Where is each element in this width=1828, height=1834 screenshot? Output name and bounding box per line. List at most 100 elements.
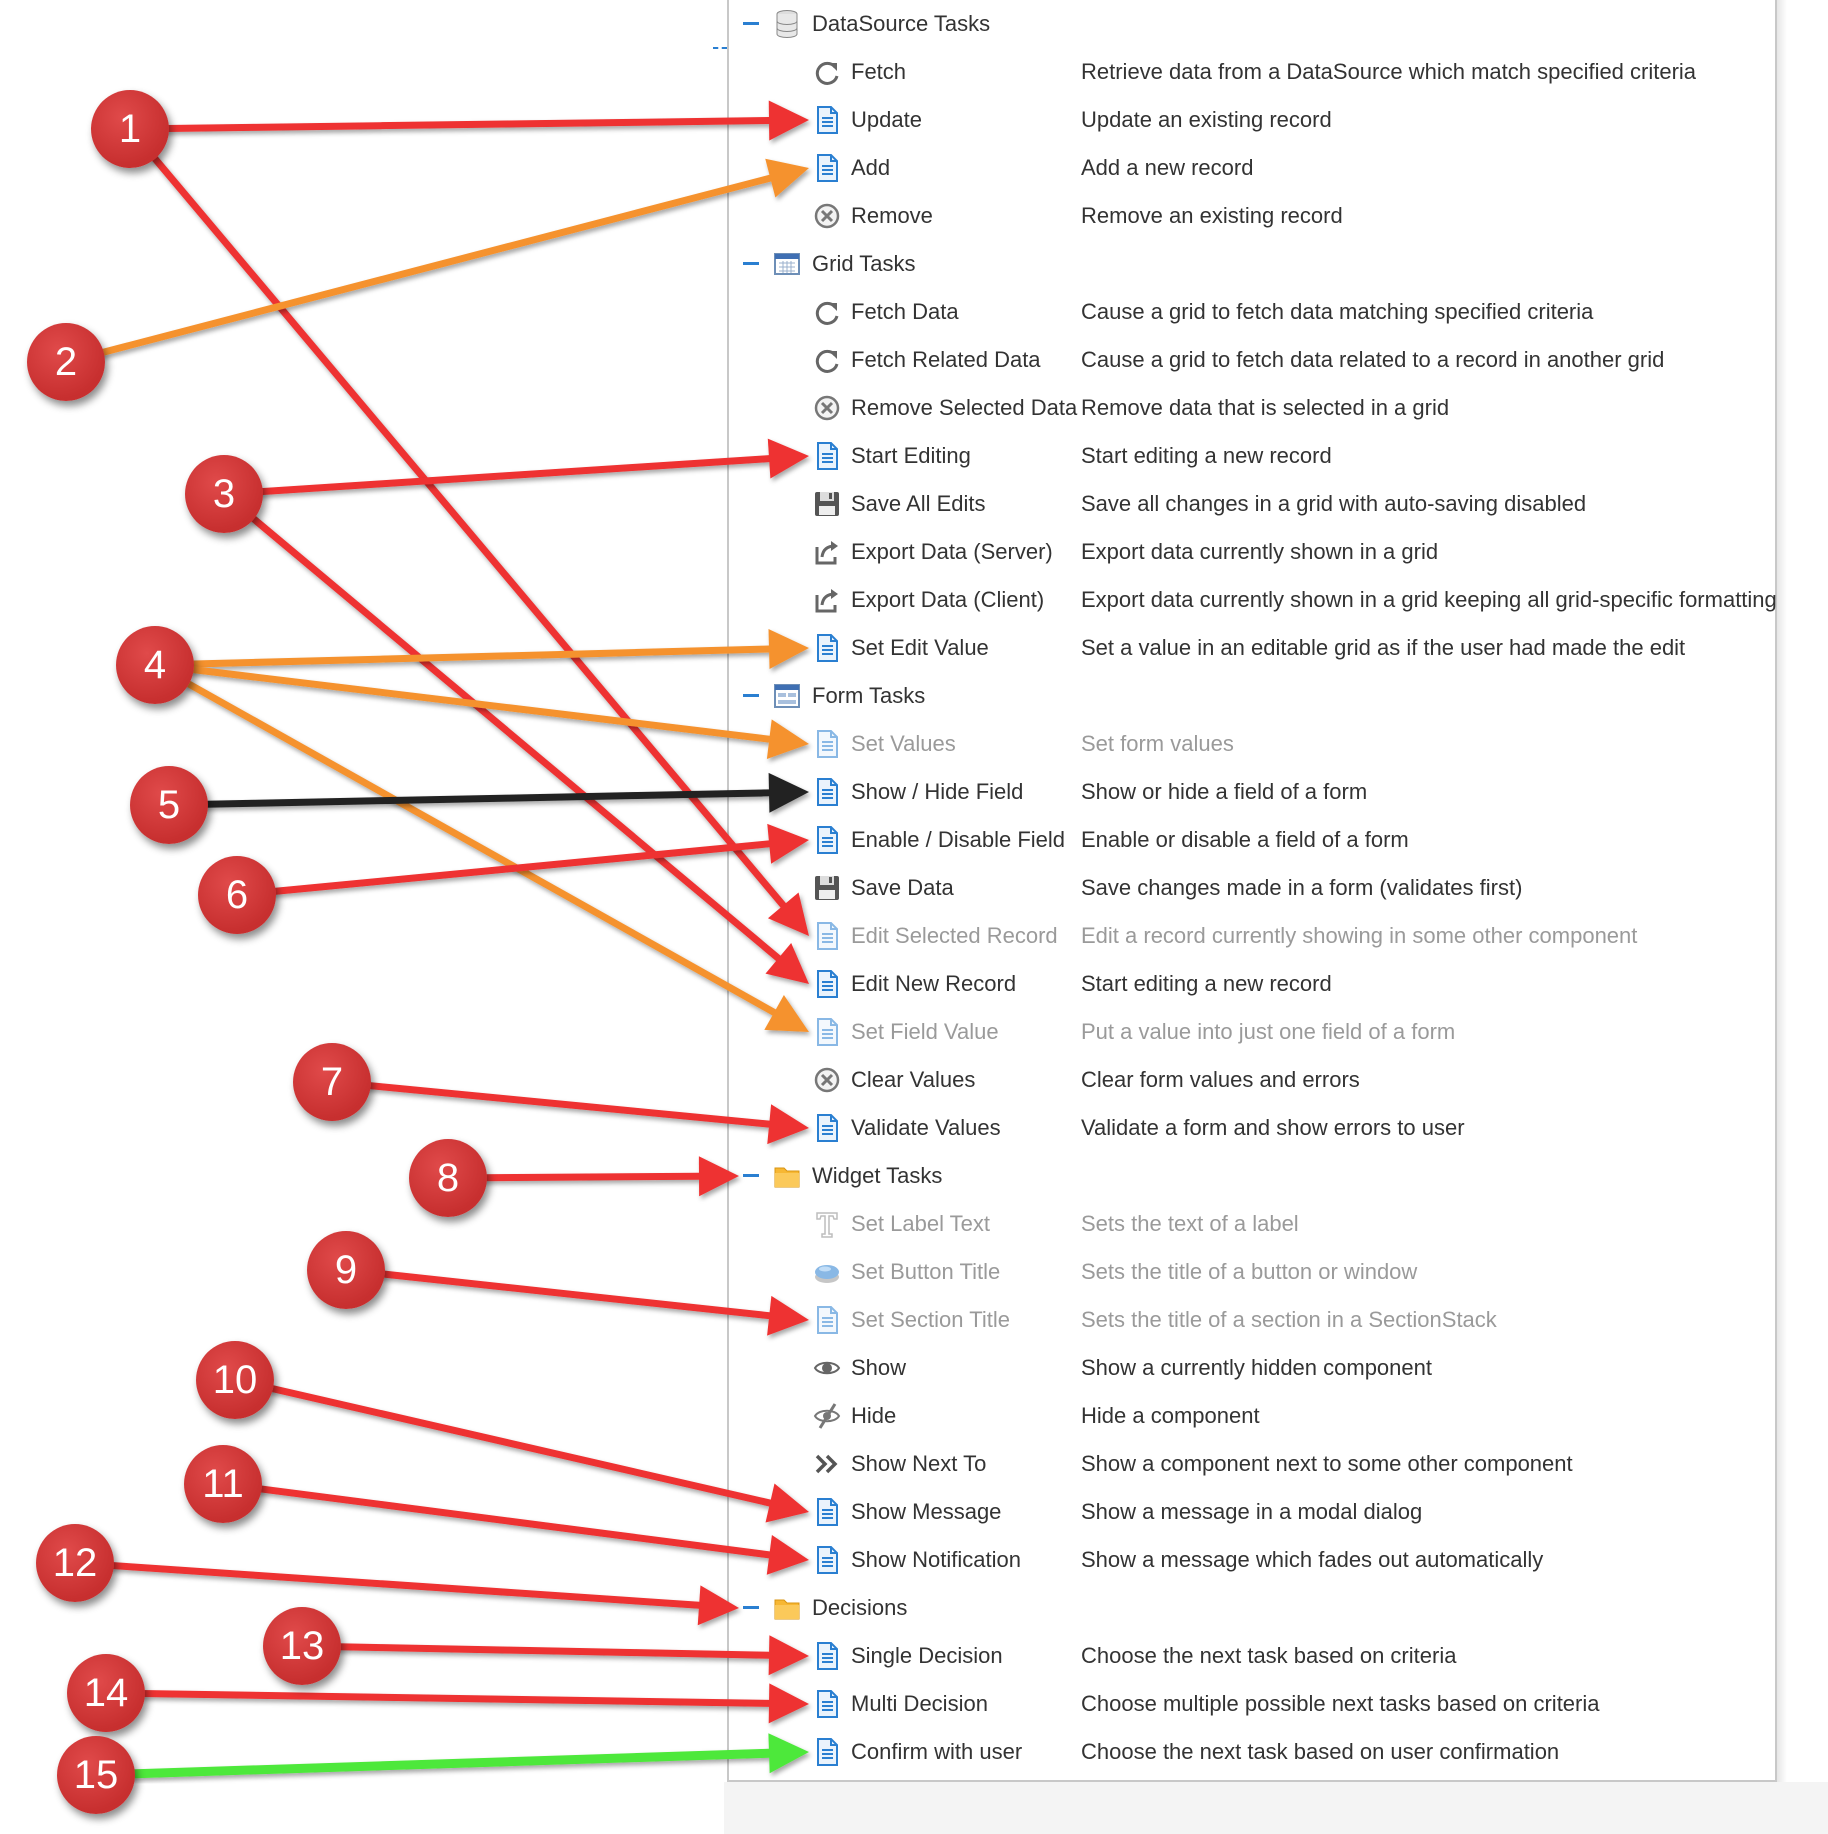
remove-circle-icon [813, 201, 841, 231]
tree-task-item[interactable]: Set Values Set form values [729, 720, 1775, 768]
task-description: Export data currently shown in a grid [1081, 539, 1439, 564]
export-icon [813, 585, 841, 615]
document-icon [813, 1113, 841, 1143]
task-description: Validate a form and show errors to user [1081, 1115, 1465, 1140]
number-badge: 6 [198, 856, 276, 934]
task-description: Enable or disable a field of a form [1081, 827, 1409, 852]
task-description: Choose the next task based on criteria [1081, 1643, 1457, 1668]
task-name: Set Section Title [851, 1307, 1010, 1332]
grid-icon [773, 249, 801, 279]
database-icon [773, 9, 801, 39]
group-label: Form Tasks [812, 683, 926, 708]
task-name: Set Values [851, 731, 956, 756]
tree-group-header[interactable]: Widget Tasks [729, 1152, 1775, 1200]
document-icon [813, 1305, 841, 1335]
tree-group-header[interactable]: Decisions [729, 1584, 1775, 1632]
collapse-icon[interactable] [743, 22, 759, 25]
document-icon [813, 633, 841, 663]
document-icon [813, 1497, 841, 1527]
tree-group-header[interactable]: Form Tasks [729, 672, 1775, 720]
tree-group-header[interactable]: Grid Tasks [729, 240, 1775, 288]
task-name: Set Field Value [851, 1019, 999, 1044]
tree-task-item[interactable]: Export Data (Server) Export data currentl… [729, 528, 1775, 576]
document-icon [813, 921, 841, 951]
annotation-arrow-14-1 [102, 1683, 809, 1724]
annotation-arrow-8-1 [444, 1156, 739, 1197]
collapse-icon[interactable] [743, 694, 759, 697]
tree-task-item[interactable]: Set Field Value Put a value into just one… [729, 1008, 1775, 1056]
number-badge: 5 [130, 766, 208, 844]
document-icon [813, 1017, 841, 1047]
annotation-arrow-2-1 [62, 158, 809, 366]
task-name: Set Label Text [851, 1211, 991, 1236]
task-description: Choose the next task based on user confi… [1081, 1739, 1560, 1764]
tree-task-item[interactable]: Set Section Title Sets the title of a sec… [729, 1296, 1775, 1344]
collapse-icon[interactable] [743, 1174, 759, 1177]
tree-task-item[interactable]: Export Data (Client)Export data currentl… [729, 576, 1777, 624]
task-name: Show Message [851, 1499, 1002, 1524]
tree-task-item[interactable]: Show Show a currently hidden component [729, 1344, 1775, 1392]
annotation-arrow-3-1 [220, 438, 809, 498]
remove-circle-icon [813, 393, 841, 423]
number-badge: 9 [307, 1231, 385, 1309]
task-description: Sets the title of a section in a Section… [1081, 1307, 1497, 1332]
tree-group-header[interactable]: DataSource Tasks [729, 0, 1775, 48]
task-description: Show or hide a field of a form [1081, 779, 1368, 804]
task-name: Enable / Disable Field [851, 827, 1066, 852]
document-icon [813, 441, 841, 471]
remove-circle-icon [813, 1065, 841, 1095]
document-icon [813, 105, 841, 135]
button-icon [813, 1257, 841, 1287]
task-name: Remove Selected Data [851, 395, 1078, 420]
task-description: Sets the title of a button or window [1081, 1259, 1418, 1284]
task-name: Save Data [851, 875, 954, 900]
collapse-icon[interactable] [743, 1606, 759, 1609]
task-name: Hide [851, 1403, 897, 1428]
task-name: Edit Selected Record [851, 923, 1058, 948]
task-name: Show [851, 1355, 907, 1380]
task-description: Put a value into just one field of a for… [1081, 1019, 1456, 1044]
folder-icon [773, 1593, 801, 1623]
document-icon [813, 153, 841, 183]
task-description: Start editing a new record [1081, 971, 1332, 996]
document-icon [813, 969, 841, 999]
annotation-arrow-15-1 [91, 1733, 809, 1780]
task-description: Set form values [1081, 731, 1234, 756]
number-badge: 11 [184, 1445, 262, 1523]
task-description: Cause a grid to fetch data related to a … [1081, 347, 1665, 372]
collapse-icon[interactable] [743, 262, 759, 265]
task-description: Show a currently hidden component [1081, 1355, 1432, 1380]
save-icon [813, 489, 841, 519]
task-name: Export Data (Server) [851, 539, 1053, 564]
task-description: Set a value in an editable grid as if th… [1081, 635, 1686, 660]
task-name: Start Editing [851, 443, 971, 468]
tree-task-item[interactable]: Enable / Disable Field Enable or disable … [729, 816, 1775, 864]
task-description: Update an existing record [1081, 107, 1332, 132]
number-badge: 14 [67, 1654, 145, 1732]
